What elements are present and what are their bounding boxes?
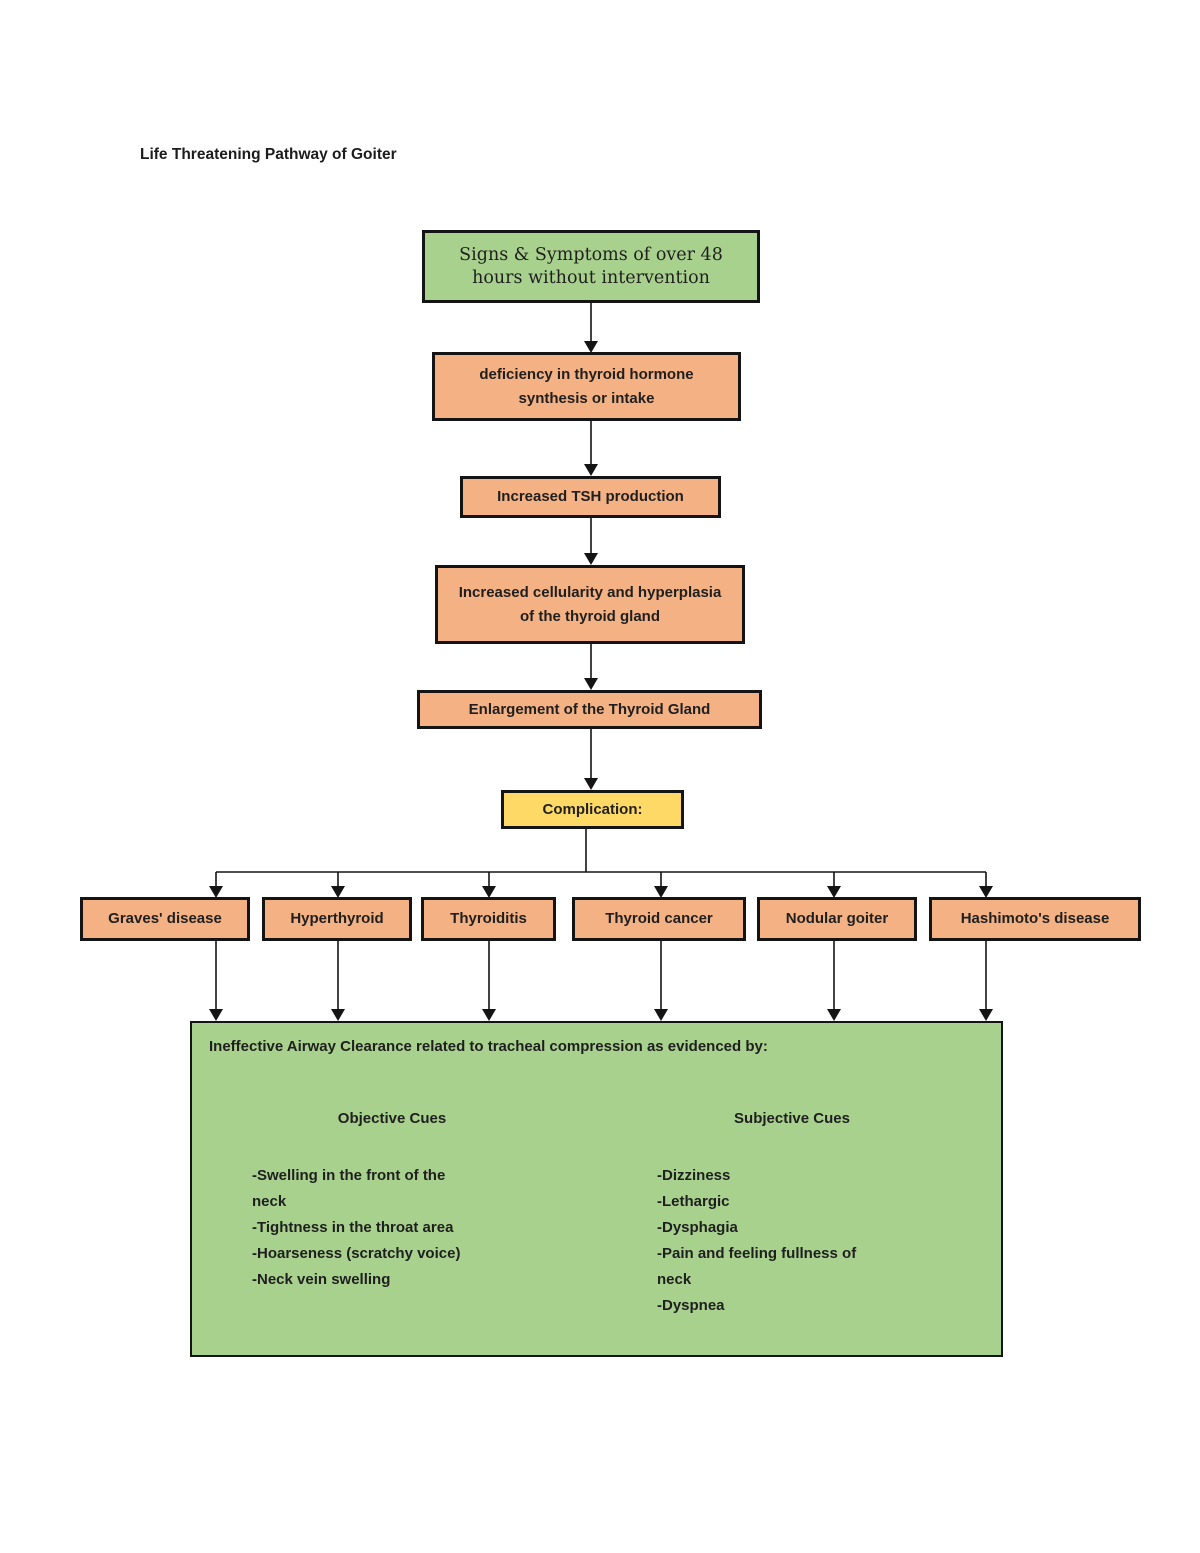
subjective-cues-list: -Dizziness -Lethargic -Dysphagia -Pain and … [657, 1163, 947, 1319]
node-thyroid-cancer: Thyroid cancer [572, 897, 746, 941]
node-tsh-production: Increased TSH production [460, 476, 721, 518]
list-item: -Dyspnea [657, 1297, 725, 1314]
node-hormone-deficiency: deficiency in thyroid hormone synthesis … [432, 352, 741, 421]
list-item: neck [252, 1193, 287, 1210]
node-nodular-goiter: Nodular goiter [757, 897, 917, 941]
list-item: -Dysphagia [657, 1219, 738, 1236]
node-graves-disease: Graves' disease [80, 897, 250, 941]
list-item: -Neck vein swelling [252, 1271, 391, 1288]
list-item: -Dizziness [657, 1167, 731, 1184]
node-thyroid-enlargement: Enlargement of the Thyroid Gland [417, 690, 762, 729]
subjective-cues-header: Subjective Cues [734, 1110, 850, 1127]
list-item: -Swelling in the front of the [252, 1167, 446, 1184]
node-airway-clearance-outcome: Ineffective Airway Clearance related to … [190, 1021, 1003, 1357]
node-thyroiditis: Thyroiditis [421, 897, 556, 941]
list-item: neck [657, 1271, 692, 1288]
node-signs-symptoms: Signs & Symptoms of over 48 hours withou… [422, 230, 760, 303]
page-title: Life Threatening Pathway of Goiter [140, 146, 397, 163]
node-complication: Complication: [501, 790, 684, 829]
outcome-heading: Ineffective Airway Clearance related to … [209, 1038, 768, 1055]
node-hashimotos-disease: Hashimoto's disease [929, 897, 1141, 941]
list-item: -Hoarseness (scratchy voice) [252, 1245, 461, 1262]
objective-cues-header: Objective Cues [337, 1110, 447, 1127]
list-item: -Tightness in the throat area [252, 1219, 454, 1236]
list-item: -Lethargic [657, 1193, 730, 1210]
objective-cues-list: -Swelling in the front of the neck -Tightn… [252, 1163, 542, 1293]
node-cellularity-hyperplasia: Increased cellularity and hyperplasia of… [435, 565, 745, 644]
node-hyperthyroid: Hyperthyroid [262, 897, 412, 941]
list-item: -Pain and feeling fullness of [657, 1245, 857, 1262]
